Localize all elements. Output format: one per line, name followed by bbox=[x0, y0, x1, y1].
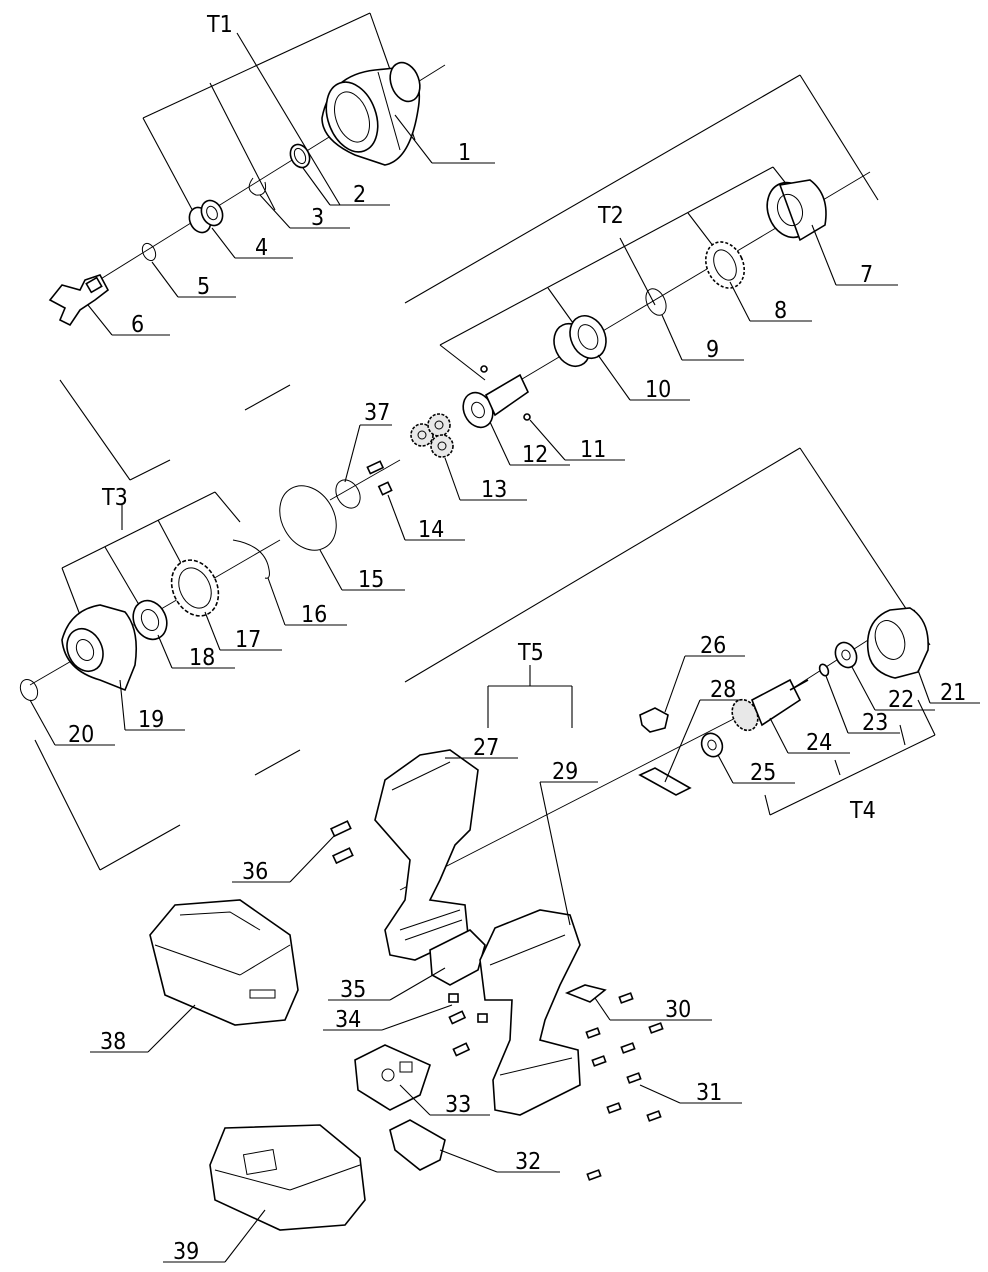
gearbox-bearing-part bbox=[132, 599, 168, 641]
part-label-2: 2 bbox=[353, 182, 366, 208]
gear-pins-part bbox=[366, 460, 393, 496]
planetary-gears-part bbox=[410, 413, 454, 458]
part-label-38: 38 bbox=[100, 1029, 126, 1055]
part-label-35: 35 bbox=[340, 977, 366, 1003]
part-label-7: 7 bbox=[860, 262, 873, 288]
group-separators bbox=[34, 74, 931, 871]
right-housing-part bbox=[479, 909, 581, 1116]
group-label-t1: T1 bbox=[206, 12, 233, 38]
part-label-19: 19 bbox=[138, 707, 164, 733]
part-label-32: 32 bbox=[515, 1149, 541, 1175]
part-label-24: 24 bbox=[806, 730, 832, 756]
part-drawings bbox=[19, 61, 929, 1231]
part-label-18: 18 bbox=[189, 645, 215, 671]
housing-screws-part bbox=[329, 820, 354, 865]
steel-ball-part bbox=[523, 413, 531, 421]
part-label-9: 9 bbox=[706, 337, 719, 363]
part-label-14: 14 bbox=[418, 517, 444, 543]
part-label-13: 13 bbox=[481, 477, 507, 503]
part-label-15: 15 bbox=[358, 567, 384, 593]
part-label-29: 29 bbox=[552, 759, 578, 785]
rear-bearing-part bbox=[700, 732, 724, 758]
part-label-1: 1 bbox=[458, 140, 471, 166]
group-label-t5: T5 bbox=[517, 640, 544, 666]
part-label-20: 20 bbox=[68, 722, 94, 748]
part-label-34: 34 bbox=[335, 1007, 361, 1033]
spindle-part bbox=[462, 373, 530, 429]
part-label-27: 27 bbox=[473, 735, 499, 761]
left-housing-part bbox=[374, 749, 479, 961]
front-housing-part bbox=[321, 61, 421, 166]
battery-terminal-part bbox=[389, 1119, 446, 1171]
part-label-26: 26 bbox=[700, 633, 726, 659]
part-label-31: 31 bbox=[696, 1080, 722, 1106]
part-label-10: 10 bbox=[645, 377, 671, 403]
part-label-17: 17 bbox=[235, 627, 261, 653]
part-label-21: 21 bbox=[940, 680, 966, 706]
stator-part bbox=[866, 607, 929, 679]
charger-part bbox=[209, 1124, 366, 1231]
ball-bearing-part bbox=[766, 179, 827, 242]
controller-board-part bbox=[354, 1044, 431, 1111]
group-label-t3: T3 bbox=[101, 485, 128, 511]
part-label-36: 36 bbox=[242, 859, 268, 885]
ring-part bbox=[645, 288, 667, 316]
small-o-ring-part bbox=[141, 242, 157, 262]
ring-gear-circlip-part bbox=[232, 539, 270, 579]
mode-badge-part bbox=[564, 984, 607, 1003]
part-label-22: 22 bbox=[888, 687, 914, 713]
part-label-6: 6 bbox=[131, 312, 144, 338]
led-part bbox=[639, 707, 669, 733]
part-label-23: 23 bbox=[862, 710, 888, 736]
gear-o-ring-part bbox=[335, 479, 361, 509]
part-label-5: 5 bbox=[197, 274, 210, 300]
steel-balls-ring-part bbox=[704, 241, 746, 289]
group-brackets bbox=[61, 12, 936, 816]
part-label-39: 39 bbox=[173, 1239, 199, 1265]
part-label-25: 25 bbox=[750, 760, 776, 786]
battery-pack-part bbox=[149, 899, 299, 1026]
part-label-12: 12 bbox=[522, 442, 548, 468]
part-label-16: 16 bbox=[301, 602, 327, 628]
ring-gear-part bbox=[170, 559, 220, 617]
group-label-t4: T4 bbox=[849, 798, 876, 824]
part-number-labels: 1 2 3 4 5 6 7 8 9 10 11 12 13 14 15 16 1… bbox=[68, 140, 966, 1265]
part-label-33: 33 bbox=[445, 1092, 471, 1118]
large-o-ring-part bbox=[279, 485, 337, 551]
part-label-28: 28 bbox=[710, 677, 736, 703]
leader-lines bbox=[29, 114, 980, 1263]
gearbox-housing-part bbox=[61, 604, 138, 692]
group-labels: T1 T2 T3 T4 T5 bbox=[101, 12, 876, 824]
washer-part bbox=[818, 663, 830, 677]
hammer-part bbox=[553, 315, 607, 367]
group-label-t2: T2 bbox=[597, 203, 624, 229]
part-label-8: 8 bbox=[774, 298, 787, 324]
anvil-part bbox=[48, 274, 110, 327]
o-ring-part bbox=[289, 143, 311, 169]
rotor-part bbox=[731, 678, 809, 732]
control-pins-part bbox=[448, 993, 488, 1057]
part-label-4: 4 bbox=[255, 235, 268, 261]
rotor-bearing-part bbox=[834, 641, 858, 669]
housing-o-ring-part bbox=[19, 678, 39, 702]
part-label-37: 37 bbox=[364, 400, 390, 426]
part-label-11: 11 bbox=[580, 437, 606, 463]
part-label-3: 3 bbox=[311, 205, 324, 231]
circlip-part bbox=[248, 177, 267, 196]
part-label-30: 30 bbox=[665, 997, 691, 1023]
right-housing-screws-part bbox=[585, 992, 664, 1181]
bushing-part bbox=[188, 199, 224, 234]
